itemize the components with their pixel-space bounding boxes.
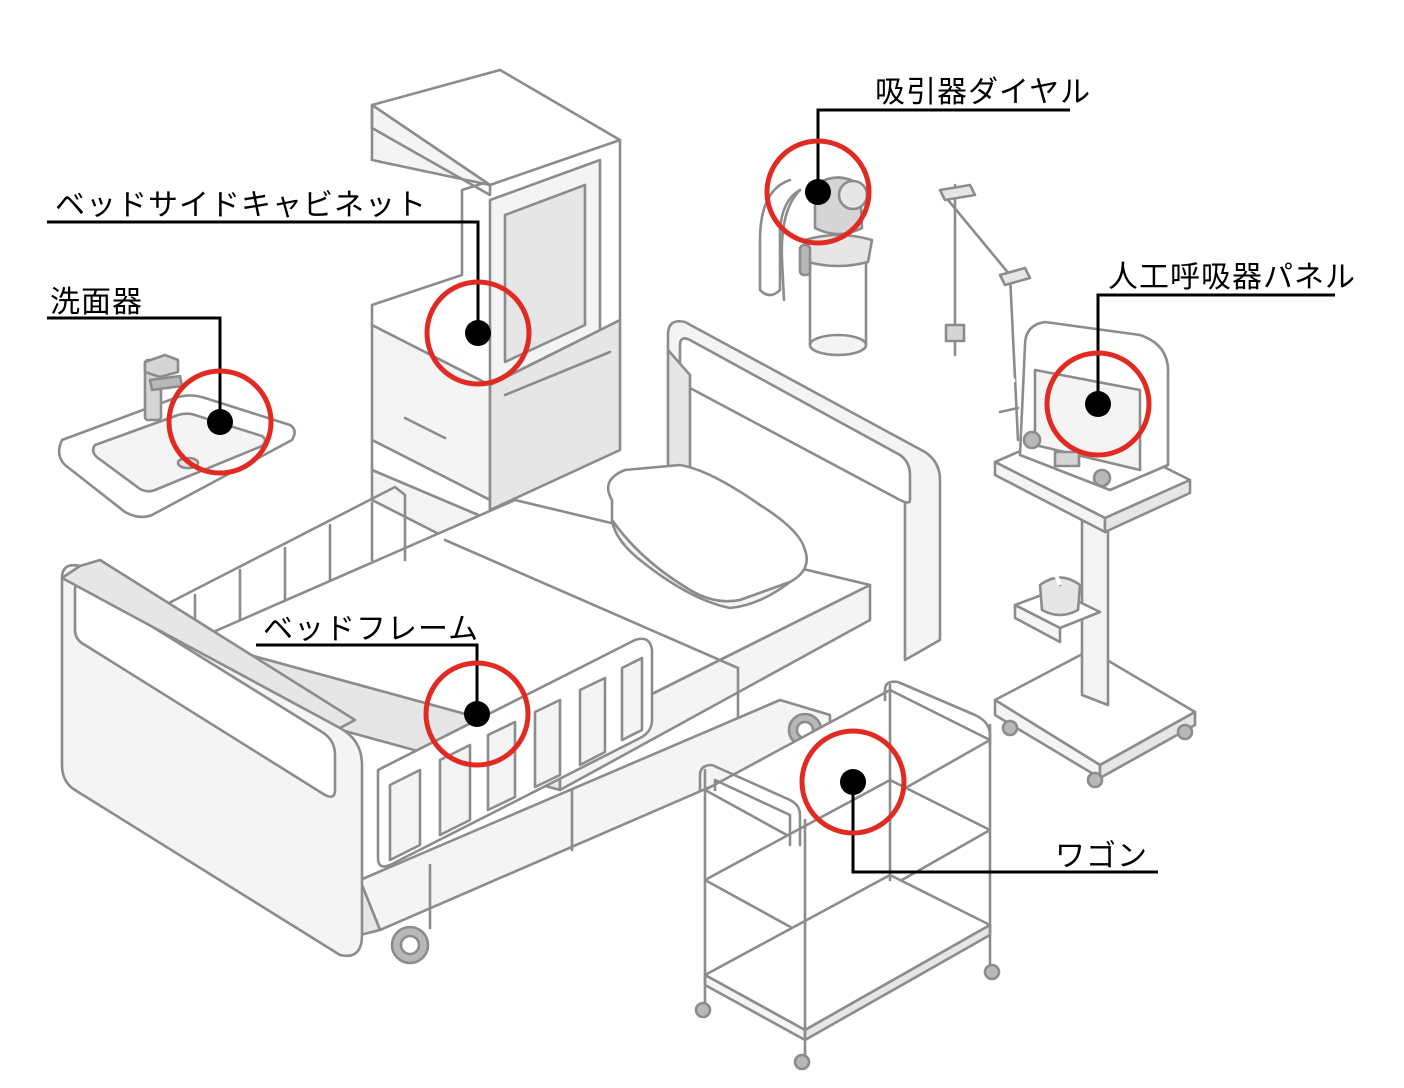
marker-dot: [464, 701, 490, 727]
label-wagon: ワゴン: [1055, 839, 1148, 874]
bedside-cabinet: [370, 68, 622, 562]
leader-line-bed-frame: [256, 643, 479, 714]
label-sink: 洗面器: [50, 285, 143, 320]
iv-pole: [938, 183, 1032, 442]
marker-dot: [840, 769, 866, 795]
wagon: [694, 680, 1001, 1071]
marker-cabinet[interactable]: [424, 279, 532, 387]
marker-ventilator-panel[interactable]: [1044, 350, 1152, 458]
marker-dot: [207, 409, 233, 435]
leader-line-sink: [47, 316, 222, 422]
marker-dot: [1085, 391, 1111, 417]
suction-unit: [758, 176, 874, 357]
label-ventilator-panel: 人工呼吸器パネル: [1108, 260, 1356, 295]
bed: [60, 320, 942, 965]
ventilator: [957, 320, 1197, 789]
marker-bed-frame[interactable]: [423, 660, 531, 768]
leader-lines: [47, 108, 1335, 874]
marker-dot: [465, 320, 491, 346]
sink: [57, 353, 296, 519]
leader-line-cabinet: [47, 220, 480, 333]
marker-sink[interactable]: [166, 368, 274, 476]
label-suction-dial: 吸引器ダイヤル: [875, 75, 1092, 110]
leader-line-ventilator-panel: [1096, 293, 1335, 404]
leader-line-wagon: [851, 782, 1158, 874]
marker-dot: [805, 179, 831, 205]
label-cabinet: ベッドサイドキャビネット: [55, 188, 427, 223]
leader-line-suction-dial: [816, 108, 1070, 192]
marker-wagon[interactable]: [799, 728, 907, 836]
label-bed-frame: ベッドフレーム: [263, 612, 480, 647]
marker-suction-dial[interactable]: [764, 138, 872, 246]
